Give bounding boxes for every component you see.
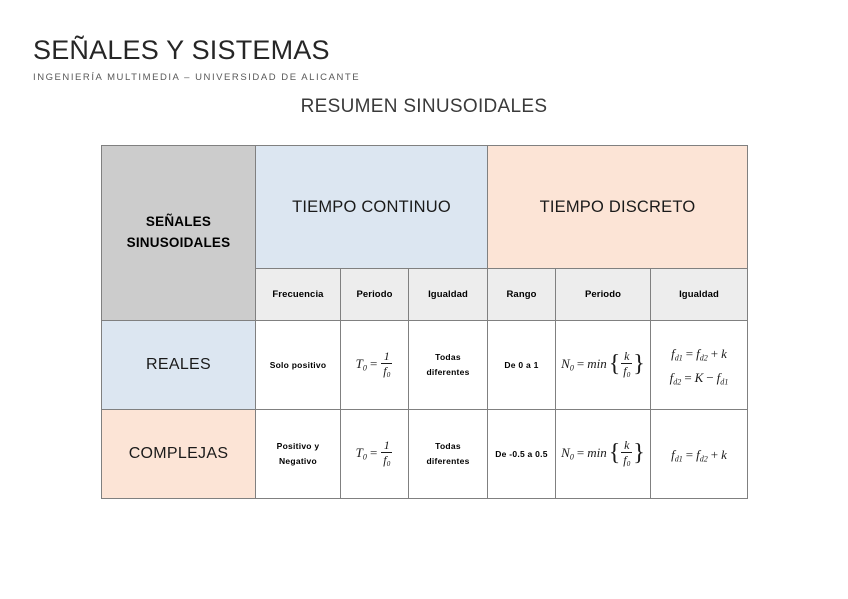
cell-reales-rango: De 0 a 1 [487, 320, 556, 410]
frecuencia-line1: Positivo y [276, 441, 320, 452]
column-header-rango: Rango [487, 268, 556, 321]
left-curly-brace-icon: { [608, 439, 621, 466]
formula-igualdad-discreto-complejas-1: fd1=fd2+k [671, 446, 727, 463]
course-title: SEÑALES Y SISTEMAS [33, 35, 330, 65]
right-curly-brace-icon: } [633, 439, 645, 466]
igualdad-continuo-line2: diferentes [426, 367, 470, 377]
cell-complejas-igualdad-discreto: fd1=fd2+k [650, 409, 748, 499]
igualdad-continuo-line1: Todas [435, 352, 461, 363]
cell-complejas-igualdad-continuo: Todas diferentes [408, 409, 488, 499]
table-group-header-row: SEÑALES SINUSOIDALES TIEMPO CONTINUO TIE… [101, 145, 748, 321]
slide-title: RESUMEN SINUSOIDALES [300, 96, 548, 117]
cell-reales-igualdad-discreto: fd1=fd2+k fd2=K−fd1 [650, 320, 748, 410]
group-header-tiempo-discreto: TIEMPO DISCRETO [487, 145, 748, 269]
column-header-igualdad-continuo: Igualdad [408, 268, 488, 321]
left-curly-brace-icon: { [608, 350, 621, 377]
course-subtitle: INGENIERÍA MULTIMEDIA – UNIVERSIDAD DE A… [33, 71, 361, 83]
right-curly-brace-icon: } [633, 350, 645, 377]
sinusoidal-summary-table: SEÑALES SINUSOIDALES TIEMPO CONTINUO TIE… [101, 145, 748, 499]
row-label-reales: REALES [101, 320, 256, 410]
frecuencia-line2: Negativo [279, 456, 317, 466]
formula-igualdad-discreto-reales-2: fd2=K−fd1 [669, 369, 729, 386]
formula-igualdad-discreto-reales-1: fd1=fd2+k [671, 345, 727, 362]
igualdad-continuo-line1: Todas [435, 441, 461, 452]
cell-reales-igualdad-continuo: Todas diferentes [408, 320, 488, 410]
cell-complejas-rango: De -0.5 a 0.5 [487, 409, 556, 499]
cell-reales-frecuencia: Solo positivo [255, 320, 341, 410]
igualdad-continuo-line2: diferentes [426, 456, 470, 466]
column-header-periodo-continuo: Periodo [340, 268, 409, 321]
slide-header: SEÑALES Y SISTEMAS INGENIERÍA MULTIMEDIA… [33, 35, 733, 83]
table-column-header-row: Frecuencia Periodo Igualdad Rango Period… [102, 268, 748, 321]
column-header-igualdad-discreto: Igualdad [650, 268, 748, 321]
cell-complejas-frecuencia: Positivo y Negativo [255, 409, 341, 499]
group-header-tiempo-continuo: TIEMPO CONTINUO [255, 145, 488, 269]
corner-label-line1: SEÑALES [145, 214, 212, 230]
table-corner-label: SEÑALES SINUSOIDALES [101, 145, 256, 321]
column-header-periodo-discreto: Periodo [555, 268, 651, 321]
corner-label-line2: SINUSOIDALES [126, 235, 231, 250]
row-label-complejas: COMPLEJAS [101, 409, 256, 499]
column-header-frecuencia: Frecuencia [255, 268, 341, 321]
